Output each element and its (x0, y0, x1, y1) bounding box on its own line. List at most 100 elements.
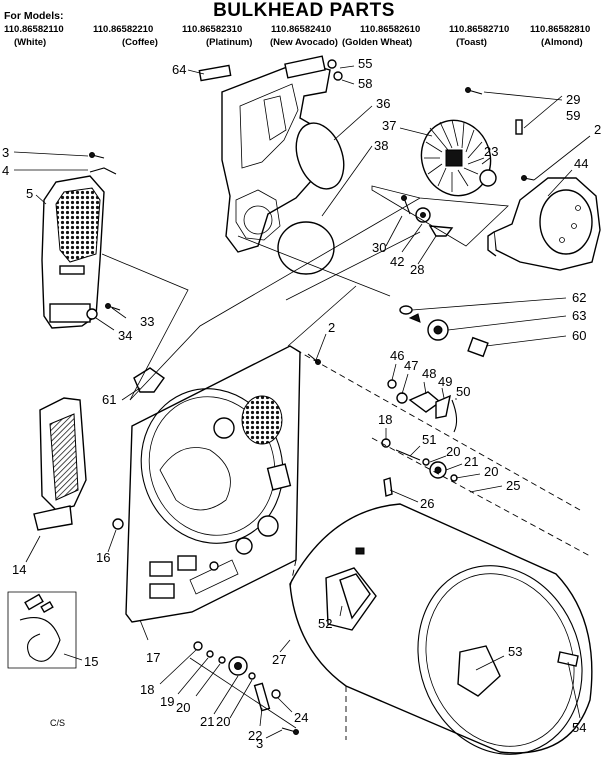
callout-label: 27 (272, 652, 286, 667)
callout-label: 19 (160, 694, 174, 709)
model-number: 110.86582810 (530, 24, 591, 35)
callout-label: 26 (420, 496, 434, 511)
callout-label: 21 (464, 454, 478, 469)
callout-label: 20 (446, 444, 460, 459)
callout-label: 2 (328, 320, 335, 335)
seal-ring-part (295, 122, 345, 190)
screw-part (465, 87, 483, 95)
duct-seal-part (277, 221, 335, 275)
washer-part (218, 656, 226, 664)
washer-part (422, 458, 430, 466)
callout-label: 38 (374, 138, 388, 153)
callout-label: 61 (102, 392, 116, 407)
model-number: 110.86582710 (449, 24, 510, 35)
callout-label: 48 (422, 366, 436, 381)
callout-label: 34 (118, 328, 132, 343)
callout-label: 42 (390, 254, 404, 269)
callout-label: 22 (248, 728, 262, 743)
callout-label: 15 (84, 654, 98, 669)
lint-filter-part (41, 175, 105, 329)
callout-label: 59 (566, 108, 580, 123)
clip-part (383, 477, 393, 497)
clamp-part (415, 207, 431, 223)
callout-label: 51 (422, 432, 436, 447)
callout-label: 14 (12, 562, 26, 577)
callout-label: 50 (456, 384, 470, 399)
blower-wheel-part (420, 119, 497, 197)
models-heading: For Models: (4, 10, 64, 22)
clamp-part (86, 308, 98, 320)
model-number: 110.86582610 (360, 24, 421, 35)
callout-label: 23 (484, 144, 498, 159)
callout-label: 20 (176, 700, 190, 715)
callout-label: 64 (172, 62, 186, 77)
callout-label: 36 (376, 96, 390, 111)
bearing-part (399, 305, 421, 323)
screw-part (327, 59, 337, 69)
nut-part (112, 518, 124, 530)
callout-label: 2 (594, 122, 601, 137)
nut-part (381, 438, 391, 448)
pulley-part (429, 461, 447, 479)
screw-part (521, 175, 535, 181)
drum-part (289, 503, 593, 755)
clip-part (89, 167, 117, 175)
screw-part (307, 353, 321, 365)
callout-label: 3 (2, 145, 9, 160)
idler-assembly-part (387, 379, 458, 433)
callout-label: 17 (146, 650, 160, 665)
callout-label: 46 (390, 348, 404, 363)
callout-label: 54 (572, 720, 586, 735)
bracket-part (198, 64, 232, 82)
callout-label: 60 (572, 328, 586, 343)
model-number: 110.86582110 (4, 24, 64, 35)
callout-label: 24 (294, 710, 308, 725)
nut-part (193, 641, 203, 651)
nut-part (333, 71, 343, 81)
model-color: (Coffee) (122, 37, 158, 48)
callout-label: 16 (96, 550, 110, 565)
model-color: (Toast) (456, 37, 487, 48)
callout-label: 3 (256, 736, 263, 751)
callout-label: 28 (410, 262, 424, 277)
front-bulkhead-panel-part (125, 345, 301, 623)
shaft-part (253, 682, 271, 712)
callout-label: 18 (140, 682, 154, 697)
bearing-ring-part (427, 319, 449, 341)
model-number: 110.86582210 (93, 24, 154, 35)
washer-part (248, 672, 256, 680)
model-color: (White) (14, 37, 47, 48)
callout-label: 63 (572, 308, 586, 323)
callout-label: 49 (438, 374, 452, 389)
callout-label: 29 (566, 92, 580, 107)
wire-harness-part (7, 591, 77, 669)
callout-label: 25 (506, 478, 520, 493)
callout-label: 5 (26, 186, 33, 201)
washer-part (206, 650, 214, 658)
screw-part (105, 303, 121, 311)
washer-part (271, 689, 281, 699)
callout-label: 52 (318, 616, 332, 631)
callout-label: 18 (378, 412, 392, 427)
blower-housing-part (487, 177, 601, 271)
model-color: (Almond) (541, 37, 583, 48)
clip-part (515, 119, 523, 135)
model-number: 110.86582310 (182, 24, 243, 35)
callout-label: 20 (216, 714, 230, 729)
callout-labels: 64 55 58 36 37 38 29 59 2 23 44 3 4 5 30… (2, 56, 601, 751)
screw-part (89, 152, 105, 159)
callout-label: 55 (358, 56, 372, 71)
callout-label: 4 (2, 163, 9, 178)
callout-label: 37 (382, 118, 396, 133)
model-number: 110.86582410 (271, 24, 332, 35)
exhaust-duct-part (221, 55, 331, 253)
callout-label: 21 (200, 714, 214, 729)
callout-label: 20 (484, 464, 498, 479)
bracket-part (467, 336, 489, 358)
heater-element-part (33, 397, 87, 531)
callout-label: 58 (358, 76, 372, 91)
pulley-part (228, 656, 248, 676)
model-color: (New Avocado) (270, 37, 338, 48)
